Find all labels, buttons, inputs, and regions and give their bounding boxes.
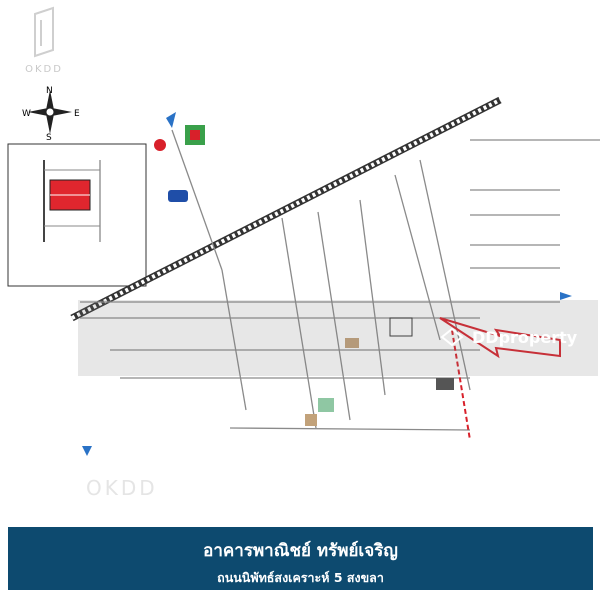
- property-banner: อาคารพาณิชย์ ทรัพย์เจริญ ถนนนิพัทธ์สงเคร…: [8, 527, 593, 590]
- compass-e: E: [74, 109, 80, 119]
- map-overlay-band: [78, 300, 598, 376]
- ddproperty-logo-icon: [440, 327, 464, 347]
- landmark-icons: [154, 125, 454, 426]
- ddproperty-watermark: DDproperty: [438, 325, 577, 349]
- okdd-watermark: OKDD: [86, 476, 158, 500]
- logo-text: OKDD: [25, 64, 63, 75]
- okdd-logo: OKDD: [14, 6, 74, 75]
- ddproperty-text: DDproperty: [472, 327, 578, 347]
- okdd-logo-icon: [34, 6, 54, 58]
- inset-map: [7, 143, 147, 287]
- compass-icon: [28, 90, 72, 134]
- compass-s: S: [46, 133, 52, 143]
- location-map: N E S W: [7, 86, 600, 456]
- property-title: อาคารพาณิชย์ ทรัพย์เจริญ: [203, 541, 398, 561]
- direction-arrows: [82, 112, 572, 456]
- road-network: [80, 129, 600, 431]
- compass-w: W: [22, 109, 31, 119]
- route-to-property: [439, 317, 561, 441]
- property-address: ถนนนิพัทธ์สงเคราะห์ 5 สงขลา: [217, 570, 384, 585]
- railway: [70, 96, 502, 322]
- compass-n: N: [46, 86, 53, 96]
